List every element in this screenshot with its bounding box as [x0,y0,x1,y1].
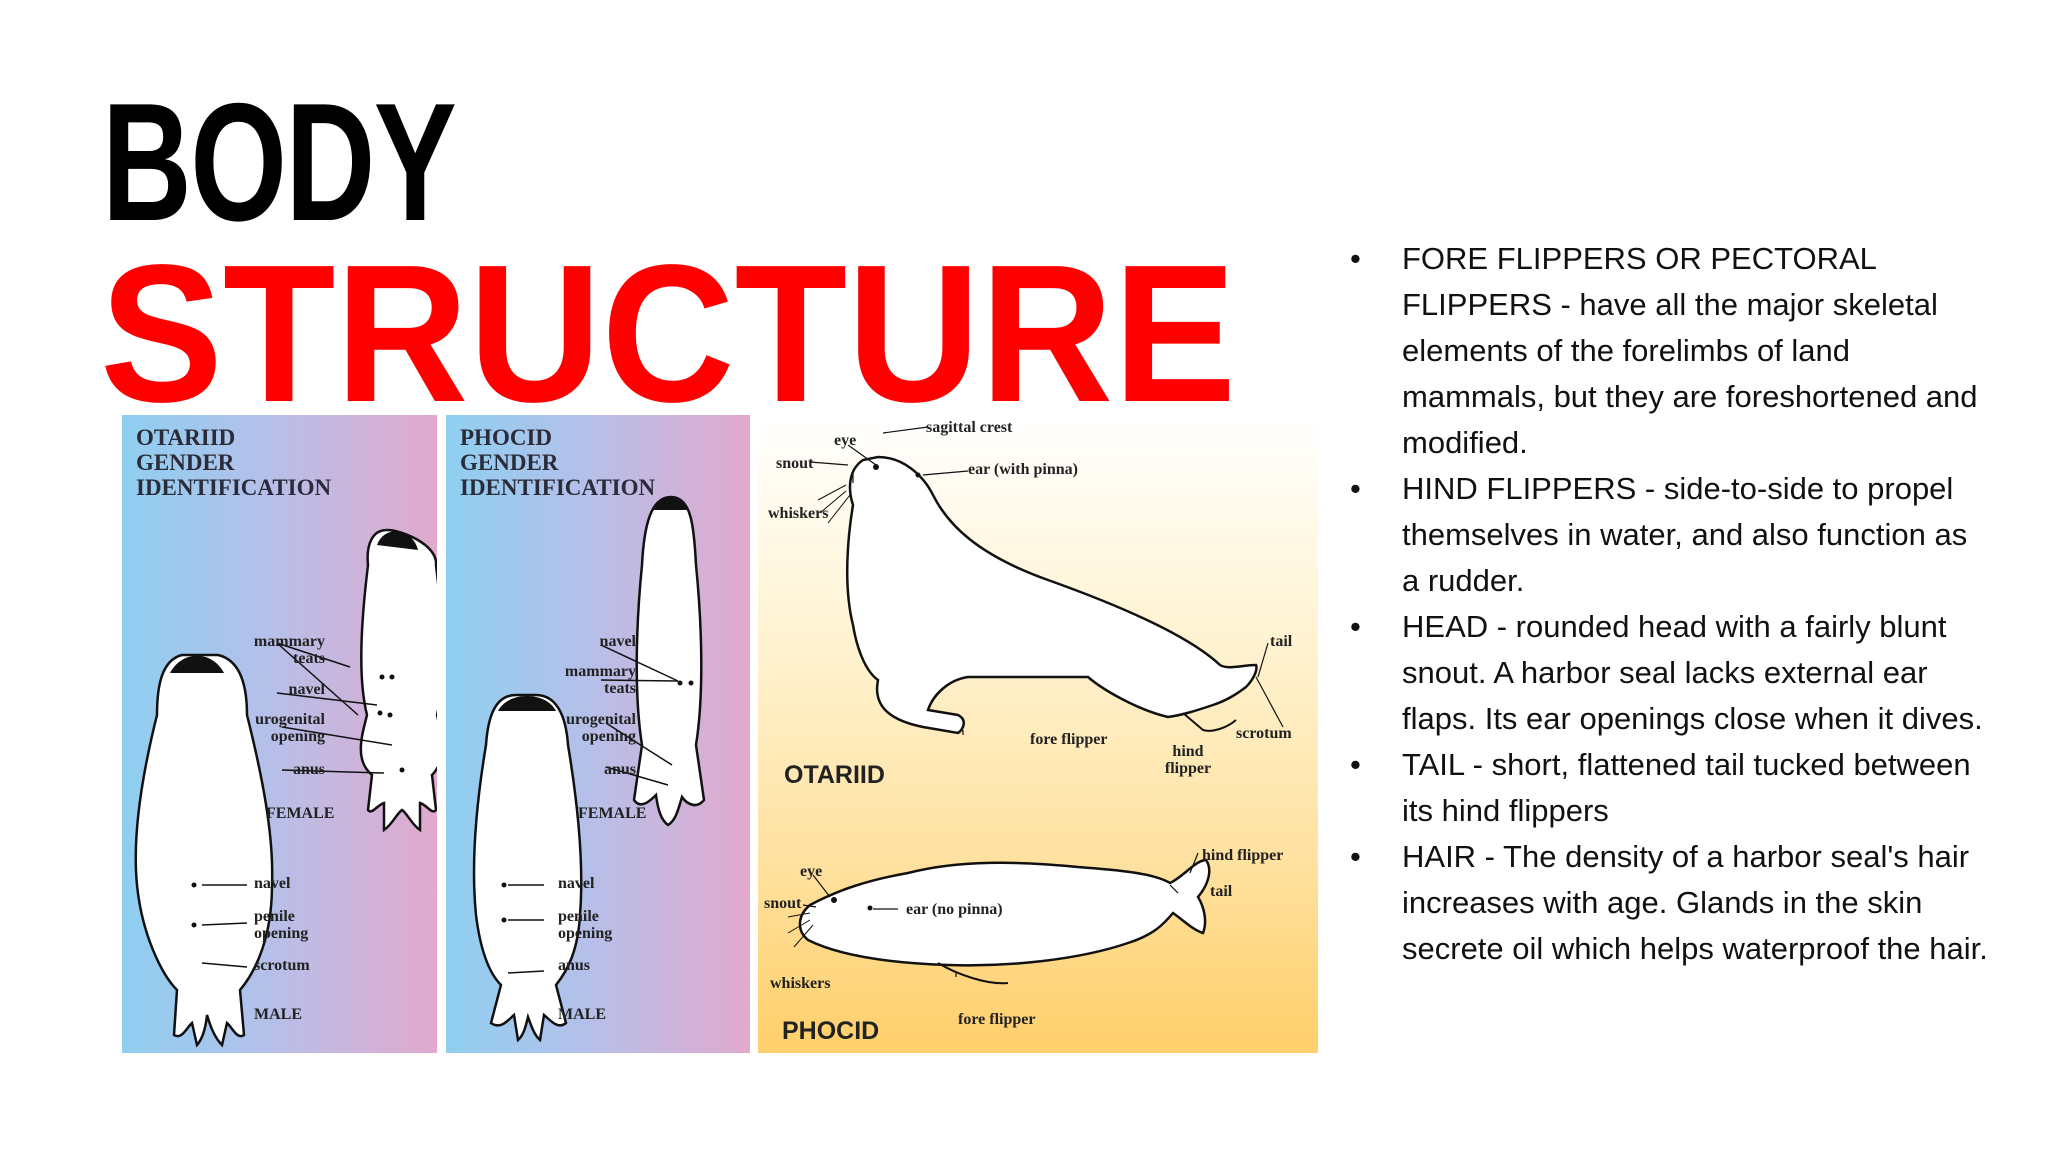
bullet-text: TAIL - short, flattened tail tucked betw… [1402,747,1971,828]
bullet-fore-flippers: • FORE FLIPPERS OR PECTORAL FLIPPERS - ha… [1350,236,1990,466]
otariid-gender-illustration [134,528,437,1048]
title-body: BODY [102,68,457,256]
label-navel: navel [288,681,325,698]
label-urogenital-opening: urogenital opening [566,711,636,745]
bullet-hair: • HAIR - The density of a harbor seal's h… [1350,834,1990,972]
bullet-list: • FORE FLIPPERS OR PECTORAL FLIPPERS - ha… [1350,236,1990,972]
phocid-gender-illustration [472,495,706,1043]
bullet-dot: • [1350,839,1361,874]
label-scrotum: scrotum [1236,725,1292,742]
label-navel-male: navel [558,875,595,892]
bullet-dot: • [1350,241,1361,276]
label-penile-opening: penile opening [558,908,613,942]
bullet-dot: • [1350,471,1361,506]
title-structure: STRUCTURE [100,224,1237,443]
label-whiskers-phocid: whiskers [770,975,831,992]
label-ear-no-pinna: ear (no pinna) [906,901,1003,918]
label-tail: tail [1270,633,1293,650]
label-mammary-teats: mammary teats [253,633,325,667]
label-sagittal-crest: sagittal crest [926,419,1013,436]
label-female: FEMALE [578,805,647,822]
otariid-gender-panel: OTARIID GENDER IDENTIFICATION mammary te… [122,415,437,1053]
phocid-gender-title: PHOCID GENDER IDENTIFICATION [460,425,656,500]
label-anus: anus [292,761,325,778]
label-eye: eye [834,432,857,449]
bullet-dot: • [1350,609,1361,644]
bullet-dot: • [1350,747,1361,782]
label-anus: anus [603,761,636,778]
label-snout-phocid: snout [764,895,802,912]
label-male: MALE [558,1006,606,1023]
bullet-hind-flippers: • HIND FLIPPERS - side-to-side to propel … [1350,466,1990,604]
phocid-heading: PHOCID [782,1017,880,1045]
bullet-tail: • TAIL - short, flattened tail tucked bet… [1350,742,1990,834]
label-urogenital-opening: urogenital opening [255,711,325,745]
bullet-text: HEAD - rounded head with a fairly blunt … [1402,609,1983,736]
label-tail-phocid: tail [1210,883,1233,900]
label-ear-with-pinna: ear (with pinna) [968,461,1078,478]
anatomy-illustration [787,426,1284,985]
bullet-text: HAIR - The density of a harbor seal's ha… [1402,839,1988,966]
otariid-gender-title: OTARIID GENDER IDENTIFICATION [136,425,332,500]
anatomy-panel: sagittal crest eye snout ear (with pinna… [758,415,1318,1053]
label-penile-opening: penile opening [254,908,309,942]
bullet-text: HIND FLIPPERS - side-to-side to propel t… [1402,471,1968,598]
label-hind-flipper: hind flipper [1164,743,1212,777]
label-fore-flipper: fore flipper [1030,731,1108,748]
label-navel-male: navel [254,875,291,892]
label-hind-flipper-phocid: hind flipper [1202,847,1284,864]
label-anus-male: anus [558,957,591,974]
label-mammary-teats: mammary teats [564,663,636,697]
bullet-head: • HEAD - rounded head with a fairly blunt… [1350,604,1990,742]
label-snout: snout [776,455,814,472]
phocid-gender-panel: PHOCID GENDER IDENTIFICATION navel mamma… [446,415,750,1053]
label-whiskers: whiskers [768,505,829,522]
label-eye-phocid: eye [800,863,823,880]
label-fore-flipper-phocid: fore flipper [958,1011,1036,1028]
label-navel: navel [599,633,636,650]
label-female: FEMALE [266,805,335,822]
bullet-text: FORE FLIPPERS OR PECTORAL FLIPPERS - hav… [1402,241,1978,460]
otariid-heading: OTARIID [784,761,885,789]
label-scrotum: scrotum [254,957,310,974]
label-male: MALE [254,1006,302,1023]
